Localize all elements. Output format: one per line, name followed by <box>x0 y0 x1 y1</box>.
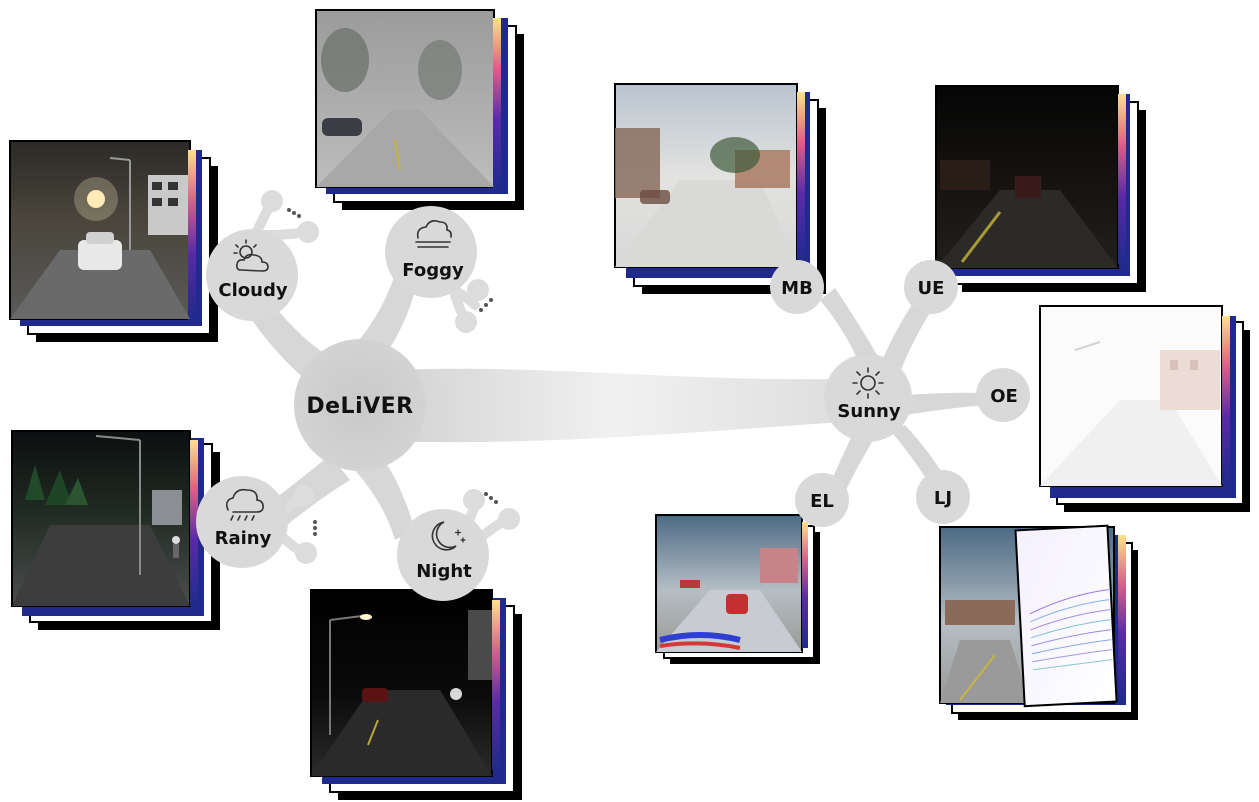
cloudy-label: Cloudy <box>218 280 287 301</box>
sunny-label: Sunny <box>837 401 900 422</box>
limb-ue <box>880 300 935 372</box>
node-rainy: Rainy <box>196 476 288 568</box>
sun-icon <box>852 367 884 399</box>
mb-label: MB <box>781 278 813 299</box>
hub-deliver: DeLiVER <box>294 339 426 471</box>
el-label: EL <box>810 491 834 512</box>
limb-oe <box>905 392 985 415</box>
rainy-label: Rainy <box>215 528 272 549</box>
stack-rainy <box>11 430 220 630</box>
rain-cloud-icon <box>226 488 264 521</box>
stack-lj <box>939 524 1138 720</box>
node-sunny: Sunny <box>824 354 912 442</box>
oe-label: OE <box>990 386 1018 407</box>
main-beam <box>360 368 868 443</box>
node-oe: OE <box>976 368 1030 422</box>
limb-night <box>355 455 415 540</box>
stack-mb <box>614 83 826 294</box>
lj-label: LJ <box>934 488 952 509</box>
night-label: Night <box>416 561 472 582</box>
node-el: EL <box>795 473 849 527</box>
stack-night <box>310 589 522 800</box>
ue-label: UE <box>918 278 945 299</box>
limb-lj <box>890 425 945 485</box>
moon-stars-icon <box>431 521 466 551</box>
node-cloudy: Cloudy <box>206 229 298 321</box>
node-mb: MB <box>770 260 824 314</box>
node-night: Night <box>397 509 489 601</box>
stack-foggy <box>315 9 524 210</box>
limb-el <box>830 430 875 492</box>
fog-cloud-icon <box>415 220 452 248</box>
node-ue: UE <box>904 260 958 314</box>
stack-ue <box>935 85 1146 292</box>
foggy-label: Foggy <box>402 260 464 281</box>
node-foggy: Foggy <box>385 206 477 298</box>
cloud-sun-icon <box>233 239 269 272</box>
stack-cloudy <box>9 140 218 342</box>
limb-mb <box>820 288 880 365</box>
node-lj: LJ <box>916 470 970 524</box>
branch-dots <box>287 208 498 536</box>
stack-el <box>655 514 820 664</box>
stack-oe <box>1039 305 1250 512</box>
hub-label: DeLiVER <box>306 394 413 419</box>
